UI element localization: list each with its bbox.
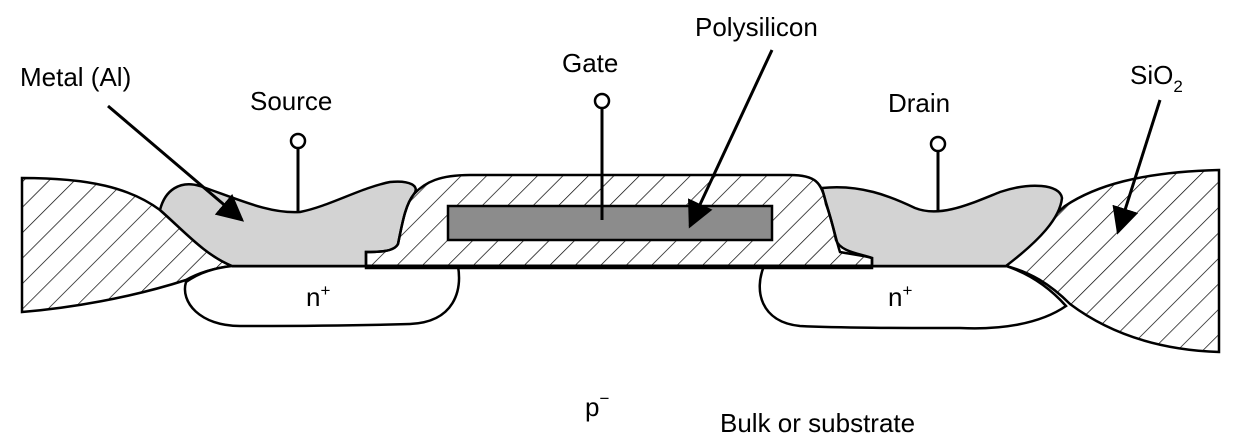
drain-label: Drain: [888, 88, 950, 118]
polysilicon-gate: [446, 204, 774, 242]
metal-leader-arrow: [107, 104, 245, 222]
metal-label: Metal (Al): [20, 62, 131, 92]
bulk-label: Bulk or substrate: [720, 408, 915, 438]
sio2-leader-arrow: [1112, 99, 1162, 235]
polysilicon-label: Polysilicon: [695, 12, 818, 42]
n-plus-drain-label: n+: [888, 281, 912, 312]
n-plus-drain-main: n: [888, 282, 902, 312]
p-minus-sup: −: [599, 389, 609, 408]
drain-terminal: [929, 135, 947, 153]
n-plus-source-region: [183, 264, 461, 328]
n-plus-source-label: n+: [306, 281, 330, 312]
gate-label: Gate: [562, 48, 618, 78]
p-minus-label: p−: [585, 389, 609, 422]
n-plus-drain-region: [758, 264, 1068, 330]
source-terminal: [289, 132, 307, 150]
sio2-label-main: SiO: [1130, 60, 1173, 90]
gate-terminal: [593, 92, 611, 110]
sio2-label: SiO2: [1130, 60, 1183, 96]
n-plus-source-sup: +: [320, 281, 330, 300]
n-plus-drain-sup: +: [902, 281, 912, 300]
n-plus-source-main: n: [306, 282, 320, 312]
polysilicon-leader-arrow: [688, 49, 774, 229]
source-label: Source: [250, 86, 332, 116]
p-minus-main: p: [585, 392, 599, 422]
sio2-label-subscript: 2: [1173, 77, 1182, 96]
